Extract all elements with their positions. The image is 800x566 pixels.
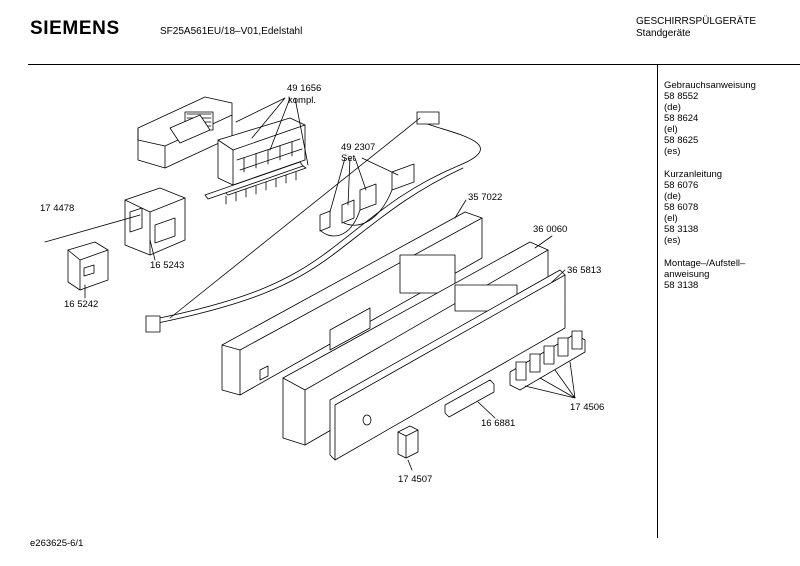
leader-174506: [524, 361, 576, 399]
doc-line: 58 8625: [664, 135, 699, 146]
doc-line: 58 3138: [664, 280, 699, 291]
part-label-360060: 36 0060: [533, 224, 567, 235]
doc-title: Montage–/Aufstell–: [664, 258, 746, 269]
doc-line: anweisung: [664, 269, 710, 280]
leader-360060: [534, 235, 553, 249]
model-designation: SF25A561EU/18–V01,Edelstahl: [160, 26, 303, 37]
leader-357022: [454, 199, 467, 219]
fascia-trim: [329, 269, 566, 461]
part-label-174507: 17 4507: [398, 474, 432, 485]
doc-line: (es): [664, 235, 681, 246]
leader-cable-plug: [169, 117, 421, 319]
doc-line: 58 3138: [664, 224, 699, 235]
leader-492307: [329, 157, 399, 213]
header-divider: [28, 64, 800, 65]
leader-165243: [149, 239, 156, 261]
doc-line: (de): [664, 102, 681, 113]
leader-174478: [44, 214, 141, 243]
doc-title: Gebrauchsanweisung: [664, 80, 756, 91]
part-label-kompl: kompl.: [288, 95, 316, 106]
leader-174507: [407, 459, 413, 471]
part-label-174506: 17 4506: [570, 402, 604, 413]
doc-title: Kurzanleitung: [664, 169, 723, 180]
doc-line: (de): [664, 191, 681, 202]
cable-set: [145, 111, 481, 333]
doc-line: 58 8552: [664, 91, 699, 102]
programme-knobs: [509, 330, 586, 391]
mains-switch-assembly: [67, 187, 186, 291]
doc-block-installation: Montage–/Aufstell– anweisung 58 3138: [664, 258, 756, 291]
part-label-491656: 49 1656: [287, 83, 321, 94]
brand-logo: SIEMENS: [30, 18, 120, 39]
leader-166881: [477, 401, 496, 419]
doc-line: (el): [664, 213, 678, 224]
part-label-set: Set: [341, 153, 356, 164]
doc-block-quick-guide: Kurzanleitung 58 6076 (de) 58 6078 (el) …: [664, 169, 756, 246]
part-label-166881: 16 6881: [481, 418, 515, 429]
leader-491656: [235, 97, 309, 166]
part-label-365813: 36 5813: [567, 265, 601, 276]
control-module-assembly: [137, 96, 307, 205]
inner-control-panel: [221, 211, 483, 396]
sidebar-divider: [657, 64, 658, 538]
part-label-165242: 16 5242: [64, 299, 98, 310]
category-label: GESCHIRRSPÜLGERÄTE: [636, 16, 757, 27]
documentation-sidebar: Gebrauchsanweisung 58 8552 (de) 58 8624 …: [664, 80, 756, 303]
part-label-357022: 35 7022: [468, 192, 502, 203]
drawing-code: e263625-6/1: [30, 538, 84, 549]
part-label-174478: 17 4478: [40, 203, 74, 214]
part-label-165243: 16 5243: [150, 260, 184, 271]
leader-365813: [551, 269, 566, 283]
doc-line: (es): [664, 146, 681, 157]
doc-block-user-manual: Gebrauchsanweisung 58 8552 (de) 58 8624 …: [664, 80, 756, 157]
doc-line: 58 8624: [664, 113, 699, 124]
display-cover-strip: [444, 379, 495, 418]
doc-line: 58 6076: [664, 180, 699, 191]
doc-line: 58 6078: [664, 202, 699, 213]
part-label-492307: 49 2307: [341, 142, 375, 153]
appliance-category: GESCHIRRSPÜLGERÄTE Standgeräte: [636, 16, 756, 40]
subcategory-label: Standgeräte: [636, 28, 691, 39]
doc-line: (el): [664, 124, 678, 135]
push-button-part: [397, 425, 419, 459]
